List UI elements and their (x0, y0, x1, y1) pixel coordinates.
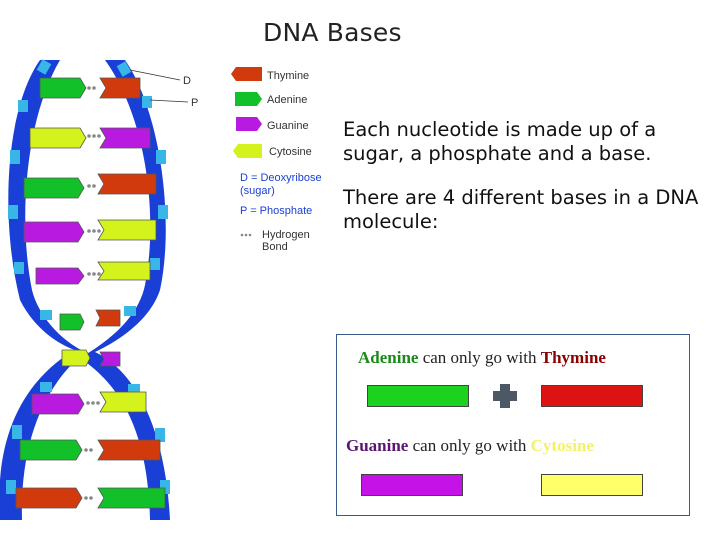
key-phosphate: P = Phosphate (240, 205, 312, 217)
legend-adenine-swatch (235, 92, 262, 106)
pairing-rule-text: can only go with (412, 436, 527, 455)
nucleotide-description: Each nucleotide is made up of a sugar, a… (343, 118, 657, 165)
cytosine-word: Cytosine (530, 436, 594, 455)
structure-key: D = Deoxyribose (sugar) P = Phosphate (240, 172, 322, 217)
legend-thymine-swatch (231, 67, 262, 81)
key-hydrogen-line1: Hydrogen (262, 229, 310, 241)
base-pairs (15, 77, 166, 509)
key-deoxyribose-line1: D = Deoxyribose (240, 172, 322, 184)
pairing-rule-text: can only go with (422, 348, 537, 367)
adenine-swatch (367, 385, 469, 407)
adenine-word: Adenine (358, 348, 419, 367)
cytosine-swatch (541, 474, 643, 496)
legend-thymine-label: Thymine (267, 70, 309, 82)
thymine-swatch (541, 385, 643, 407)
legend-cytosine-label: Cytosine (269, 146, 312, 158)
dna-double-helix-diagram: D P Thymine Adenine Guanine Cytosine D =… (0, 59, 322, 520)
label-pointers (129, 69, 189, 103)
guanine-word: Guanine (346, 436, 409, 455)
base-legend: Thymine Adenine Guanine Cytosine (231, 67, 312, 158)
legend-guanine-swatch (236, 117, 262, 131)
legend-guanine-label: Guanine (267, 120, 309, 132)
pairing-rule-adenine-thymine: Adenine can only go with Thymine (358, 348, 606, 368)
guanine-swatch (361, 474, 463, 496)
base-pairing-box: Adenine can only go with Thymine Guanine… (336, 334, 690, 516)
hydrogen-bond-dots (84, 86, 101, 500)
bases-description: There are 4 different bases in a DNA mol… (343, 186, 699, 233)
label-d: D (183, 75, 191, 87)
key-hydrogen-bond: Hydrogen Bond (240, 229, 310, 253)
pairing-rule-guanine-cytosine: Guanine can only go with Cytosine (346, 436, 594, 456)
plus-icon (493, 384, 517, 408)
legend-adenine-label: Adenine (267, 94, 307, 106)
thymine-word: Thymine (540, 348, 606, 367)
legend-cytosine-swatch (233, 144, 262, 158)
slide-title: DNA Bases (263, 18, 402, 47)
key-deoxyribose-line2: (sugar) (240, 185, 275, 197)
label-p: P (191, 97, 198, 109)
key-hydrogen-line2: Bond (262, 241, 288, 253)
sugar-blocks (6, 59, 170, 494)
